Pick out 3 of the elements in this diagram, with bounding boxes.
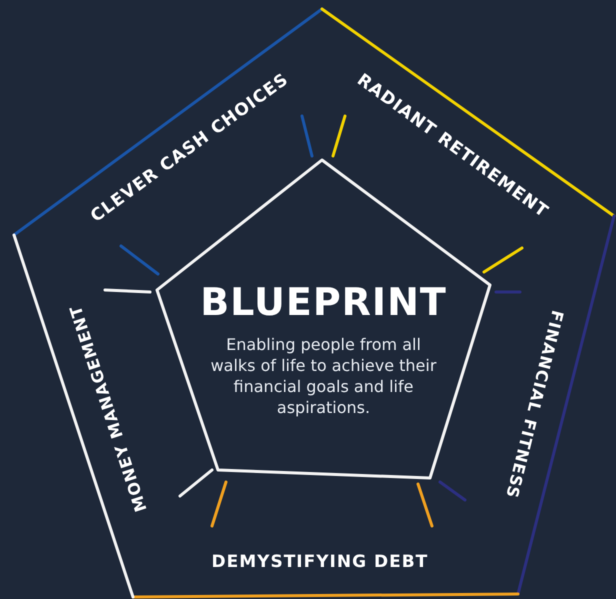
segment-label: DEMYSTIFYING DEBT — [212, 552, 428, 572]
heading: BLUEPRINT — [199, 280, 448, 324]
description-text: Enabling people from all walks of life to achieve their financial goals and life aspirations. — [210, 334, 438, 418]
